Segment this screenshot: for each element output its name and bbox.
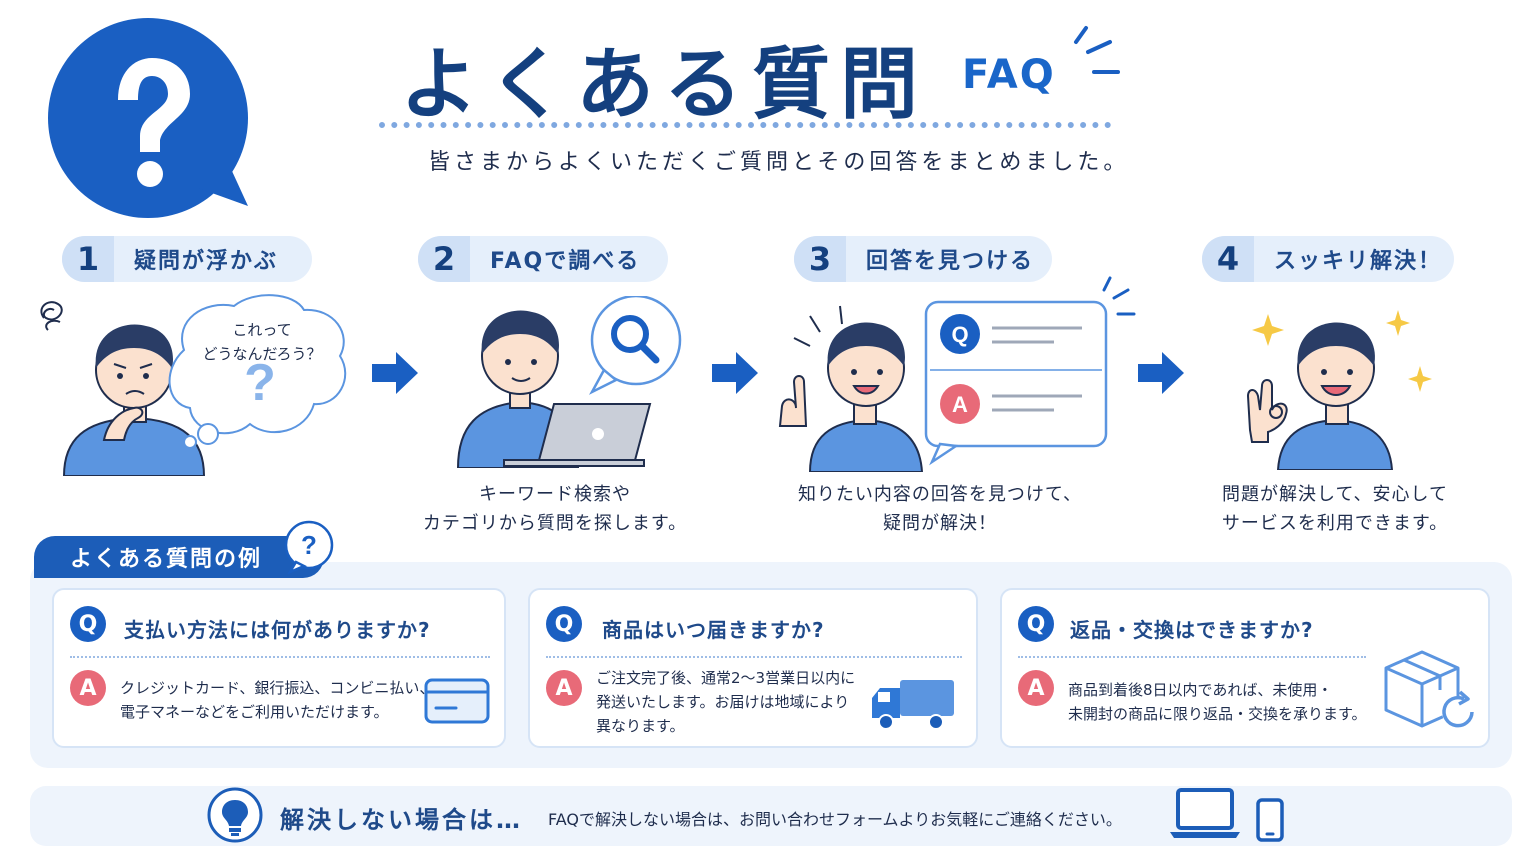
step-2-pill: 2 FAQで調べる <box>418 236 668 282</box>
faq-card-delivery[interactable]: Q 商品はいつ届きますか? A ご注文完了後、通常2～3営業日以内に 発送いたし… <box>528 588 978 748</box>
delivery-truck-icon <box>872 680 954 730</box>
faq-question: 商品はいつ届きますか? <box>602 618 825 642</box>
credit-card-icon <box>424 678 490 724</box>
page-subtitle: 皆さまからよくいただくご質問とその回答をまとめました。 <box>428 150 1130 175</box>
thought-line: どうなんだろう？ <box>202 345 322 363</box>
faq-answer: ご注文完了後、通常2～3営業日以内に 発送いたします。お届けは地域により 異なり… <box>596 666 855 738</box>
faq-answer: 商品到着後8日以内であれば、未使用・ 未開封の商品に限り返品・交換を承ります。 <box>1068 678 1367 726</box>
desc-line: 疑問が解決！ <box>883 513 997 534</box>
title-divider <box>379 122 1117 128</box>
step-number: 2 <box>418 236 470 282</box>
thought-line: これって <box>232 321 292 339</box>
footer-text: FAQで解決しない場合は、お問い合わせフォームよりお気軽にご連絡ください。 <box>548 810 1122 829</box>
answer-line: クレジットカード、銀行振込、コンビニ払い、 <box>120 679 435 697</box>
faq-question: 支払い方法には何がありますか? <box>124 618 431 642</box>
desc-line: カテゴリから質問を探します。 <box>422 513 688 534</box>
answer-badge: A <box>1018 670 1054 706</box>
question-bubble-icon <box>48 18 248 218</box>
sparkle-lines-icon <box>1074 26 1120 74</box>
faq-card-payment[interactable]: Q 支払い方法には何がありますか? A クレジットカード、銀行振込、コンビニ払い… <box>52 588 506 748</box>
thought-bubble-text: これって どうなんだろう？ <box>182 318 342 366</box>
return-box-icon <box>1384 650 1474 728</box>
step-3-description: 知りたい内容の回答を見つけて、 疑問が解決！ <box>780 480 1100 538</box>
step-1-pill: 1 疑問が浮かぶ <box>62 236 312 282</box>
laptop-search-illustration <box>456 296 682 468</box>
arrow-right-icon <box>372 352 418 394</box>
footer-title: 解決しない場合は… <box>280 806 523 834</box>
faq-tag: FAQ <box>962 52 1056 98</box>
step-label: FAQで調べる <box>490 249 641 274</box>
faq-answer: クレジットカード、銀行振込、コンビニ払い、 電子マネーなどをご利用いただけます。 <box>120 676 434 724</box>
answer-badge: A <box>70 670 106 706</box>
arrow-right-icon <box>1138 352 1184 394</box>
laptop-icon <box>1170 788 1240 838</box>
thinking-person-illustration: ? <box>40 294 347 476</box>
desc-line: キーワード検索や <box>479 484 631 505</box>
answer-line: 商品到着後8日以内であれば、未使用・ <box>1068 681 1333 699</box>
desc-line: 問題が解決して、安心して <box>1221 484 1449 505</box>
lightbulb-icon <box>207 787 263 843</box>
smartphone-icon <box>1256 798 1284 842</box>
chat-a-mark: A <box>952 392 968 417</box>
faq-question: 返品・交換はできますか? <box>1070 618 1314 642</box>
question-badge: Q <box>70 606 106 642</box>
answer-line: 電子マネーなどをご利用いただけます。 <box>120 703 389 721</box>
card-divider <box>1018 656 1366 658</box>
answer-line: 未開封の商品に限り返品・交換を承ります。 <box>1068 705 1367 723</box>
card-divider <box>546 656 962 658</box>
step-3-pill: 3 回答を見つける <box>794 236 1052 282</box>
question-bubble-small-icon: ? <box>284 520 334 574</box>
step-4-pill: 4 スッキリ解決！ <box>1202 236 1454 282</box>
answer-line: 異なります。 <box>596 717 685 735</box>
step-label: 疑問が浮かぶ <box>134 249 279 274</box>
step-4-description: 問題が解決して、安心して サービスを利用できます。 <box>1190 480 1480 538</box>
examples-tab-label: よくある質問の例 <box>34 536 324 578</box>
arrow-right-icon <box>712 352 758 394</box>
step-label: 回答を見つける <box>866 249 1035 274</box>
desc-line: 知りたい内容の回答を見つけて、 <box>797 484 1083 505</box>
answer-found-illustration: Q A <box>778 276 1136 472</box>
ok-person-illustration <box>1246 310 1432 470</box>
answer-line: 発送いたします。お届けは地域により <box>596 693 850 711</box>
step-number: 1 <box>62 236 114 282</box>
question-badge: Q <box>546 606 582 642</box>
small-q-mark: ? <box>301 530 317 560</box>
chat-q-mark: Q <box>951 322 968 347</box>
faq-card-returns[interactable]: Q 返品・交換はできますか? A 商品到着後8日以内であれば、未使用・ 未開封の… <box>1000 588 1490 748</box>
step-number: 4 <box>1202 236 1254 282</box>
answer-badge: A <box>546 670 582 706</box>
step-2-description: キーワード検索や カテゴリから質問を探します。 <box>410 480 700 538</box>
question-badge: Q <box>1018 606 1054 642</box>
page-title: よくある質問 <box>400 40 929 130</box>
step-number: 3 <box>794 236 846 282</box>
answer-line: ご注文完了後、通常2～3営業日以内に <box>596 669 856 687</box>
step-label: スッキリ解決！ <box>1274 249 1443 274</box>
svg-text:?: ? <box>244 354 276 412</box>
card-divider <box>70 656 490 658</box>
desc-line: サービスを利用できます。 <box>1221 513 1449 534</box>
